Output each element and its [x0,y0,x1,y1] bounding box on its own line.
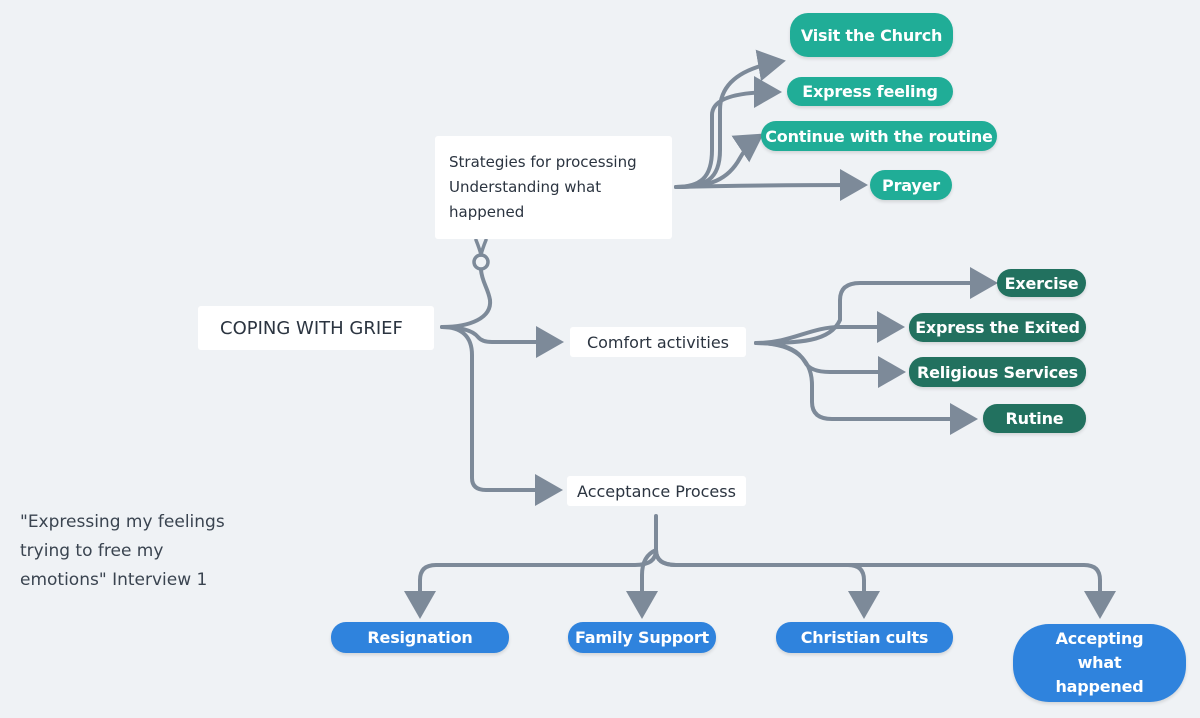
edge-root-acceptance [440,325,563,506]
edge-acceptance-resignation [404,548,658,619]
edge-comfort-rutine [754,341,978,435]
pill-express-feeling: Express feeling [787,77,953,106]
root-node-coping-with-grief: COPING WITH GRIEF [198,306,434,350]
edge-comfort-exercise [754,267,998,345]
edge-connector-knob [472,253,490,271]
edge-strategies-prayer [674,169,868,202]
edge-acceptance-family [626,548,658,619]
edge-strategies-visit [674,49,786,189]
category-node-acceptance-process: Acceptance Process [567,476,746,506]
edge-acceptance-accepting [654,548,1116,619]
interview-quote: "Expressing my feelings trying to free m… [20,512,225,590]
pill-continue-with-the-routine: Continue with the routine [761,121,997,151]
pill-resignation: Resignation [331,622,509,653]
pill-accepting-what-happened: Accepting what happened [1013,624,1186,702]
pill-visit-the-church: Visit the Church [790,13,953,57]
edge-strategies-express [674,76,782,189]
pill-rutine: Rutine [983,404,1086,433]
edge-root-strategies [440,268,493,329]
pill-express-the-exited: Express the Exited [909,313,1086,342]
pill-christian-cults: Christian cults [776,622,953,653]
category-node-comfort-activities: Comfort activities [570,327,746,357]
pill-exercise: Exercise [997,269,1086,297]
pill-prayer: Prayer [870,170,952,200]
edge-strategies-routine [674,133,764,189]
pill-family-support: Family Support [568,622,716,653]
edge-strategies-knob [474,238,488,257]
edge-comfort-religious [754,341,906,388]
edge-acceptance-christian [654,548,880,619]
category-node-strategies: Strategies for processing Understanding … [435,136,672,239]
pill-religious-services: Religious Services [909,357,1086,387]
